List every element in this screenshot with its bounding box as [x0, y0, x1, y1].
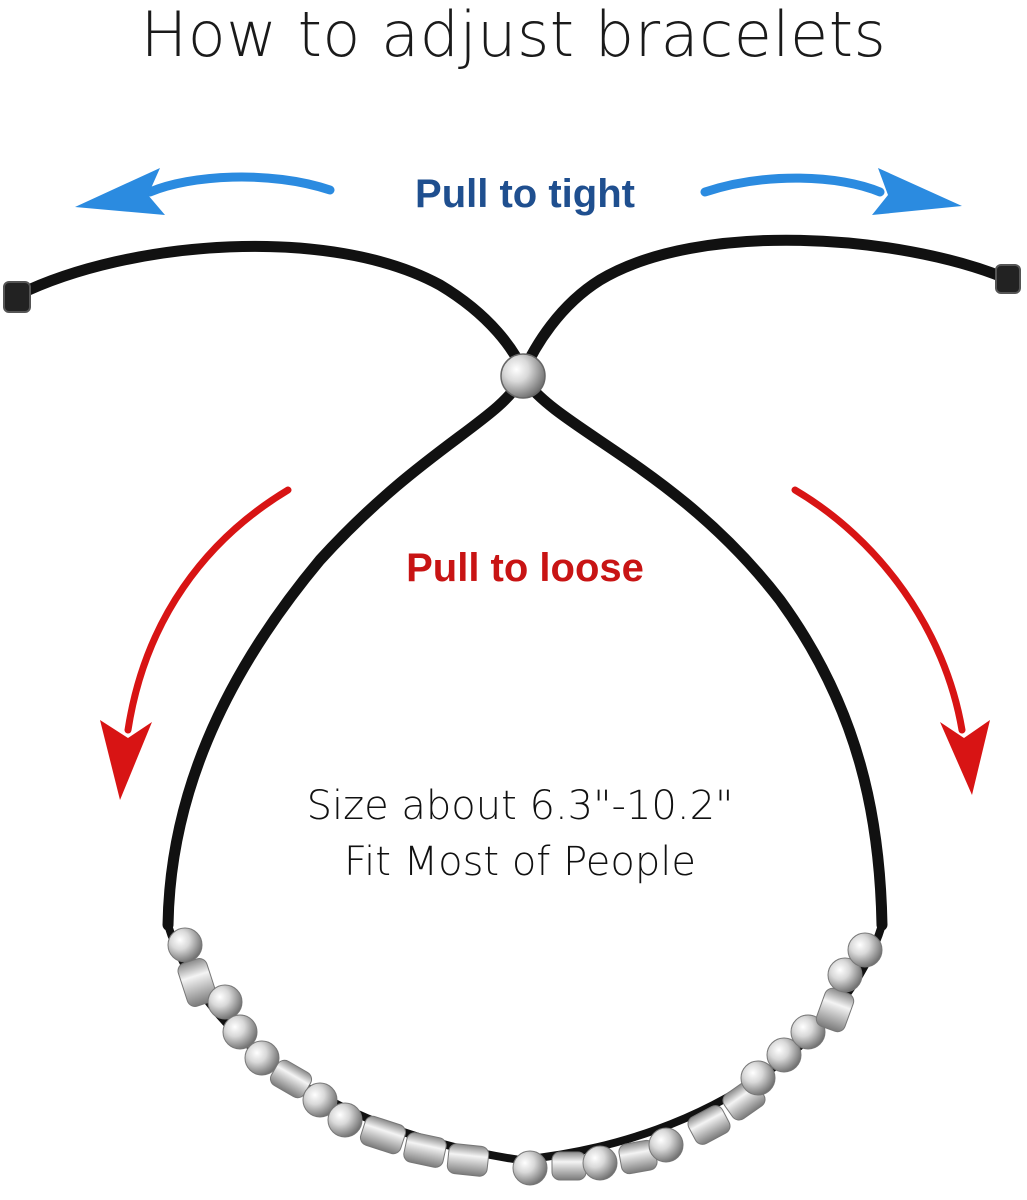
- arrow-right-icon: [700, 168, 962, 215]
- cord-end-right: [995, 264, 1021, 294]
- arrow-down-left-icon: [100, 486, 292, 800]
- pull-tight-label: Pull to tight: [415, 172, 635, 216]
- cord: [12, 234, 1011, 931]
- cord-end-left: [3, 281, 31, 313]
- bead-strand: [164, 923, 886, 1186]
- fit-text: Fit Most of People: [344, 839, 696, 885]
- size-range-text: Size about 6.3"-10.2": [306, 783, 734, 829]
- pull-loose-label: Pull to loose: [406, 546, 644, 590]
- arrow-left-icon: [75, 168, 335, 215]
- slider-bead: [500, 353, 546, 399]
- size-info: Size about 6.3"-10.2" Fit Most of People: [240, 778, 800, 890]
- page-title: How to adjust bracelets: [140, 0, 887, 71]
- arrow-down-right-icon: [791, 486, 990, 795]
